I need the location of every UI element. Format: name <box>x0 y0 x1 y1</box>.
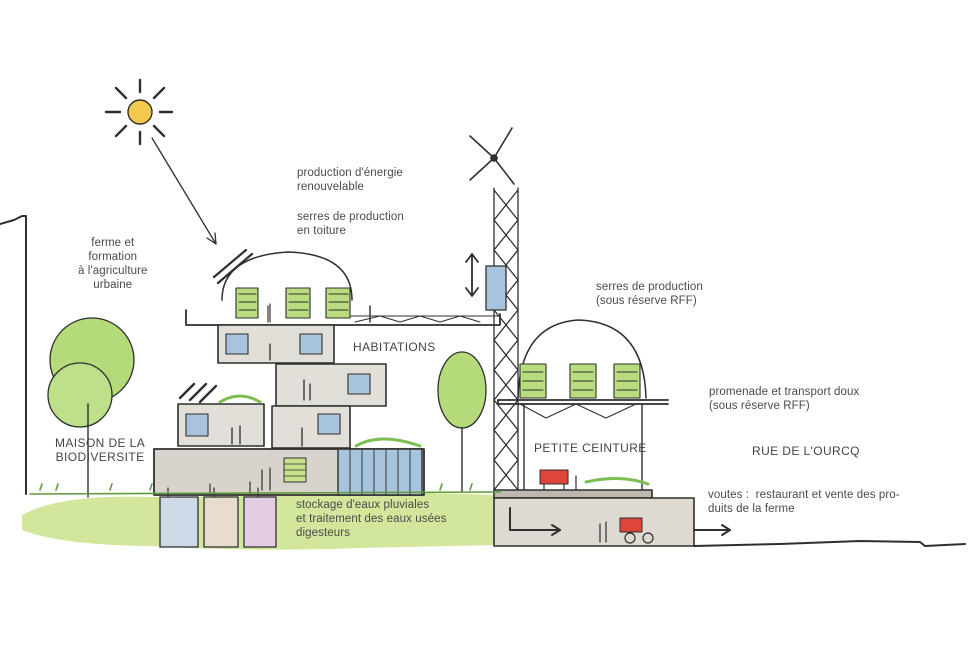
sun-icon <box>104 78 174 146</box>
label-petite-ceinture: PETITE CEINTURE <box>534 441 647 455</box>
petite-ceinture-structure <box>523 403 650 491</box>
wind-turbine-icon <box>469 127 515 185</box>
label-habitations: HABITATIONS <box>353 340 436 354</box>
label-water: stockage d'eaux pluviales et traitement … <box>296 499 447 539</box>
label-farm-training: ferme et formation à l'agriculture urbai… <box>78 237 148 291</box>
roof-slab <box>185 309 501 326</box>
lattice-tower <box>465 187 519 491</box>
street-line <box>693 540 966 547</box>
roof-greenhouse <box>212 248 371 323</box>
sun-arrow <box>151 137 217 245</box>
rail-viaduct <box>493 489 731 547</box>
label-rue-ourcq: RUE DE L'OURCQ <box>752 444 860 458</box>
windows <box>185 333 371 437</box>
label-promenade: promenade et transport doux (sous réserv… <box>709 386 860 412</box>
ground-building <box>153 448 425 496</box>
tree-middle <box>437 351 487 493</box>
grass-tufts <box>29 483 501 495</box>
solar-panels <box>178 382 218 404</box>
left-wall <box>0 215 27 495</box>
label-biodiversity: MAISON DE LA BIODIVERSITE <box>55 436 146 464</box>
label-energy: production d'énergie renouvelable <box>297 167 403 193</box>
underground-tanks <box>159 487 277 548</box>
rail-greenhouse <box>497 319 669 419</box>
label-greenhouses-rff: serres de production (sous réserve RFF) <box>596 281 703 307</box>
people-housing <box>231 305 371 447</box>
tree-left <box>47 317 135 498</box>
roof-truss <box>349 315 499 323</box>
label-roof-greenhouses: serres de production en toiture <box>297 211 404 237</box>
box-plants <box>218 394 422 448</box>
label-voutes: voutes : restaurant et vente des pro- du… <box>708 489 900 515</box>
